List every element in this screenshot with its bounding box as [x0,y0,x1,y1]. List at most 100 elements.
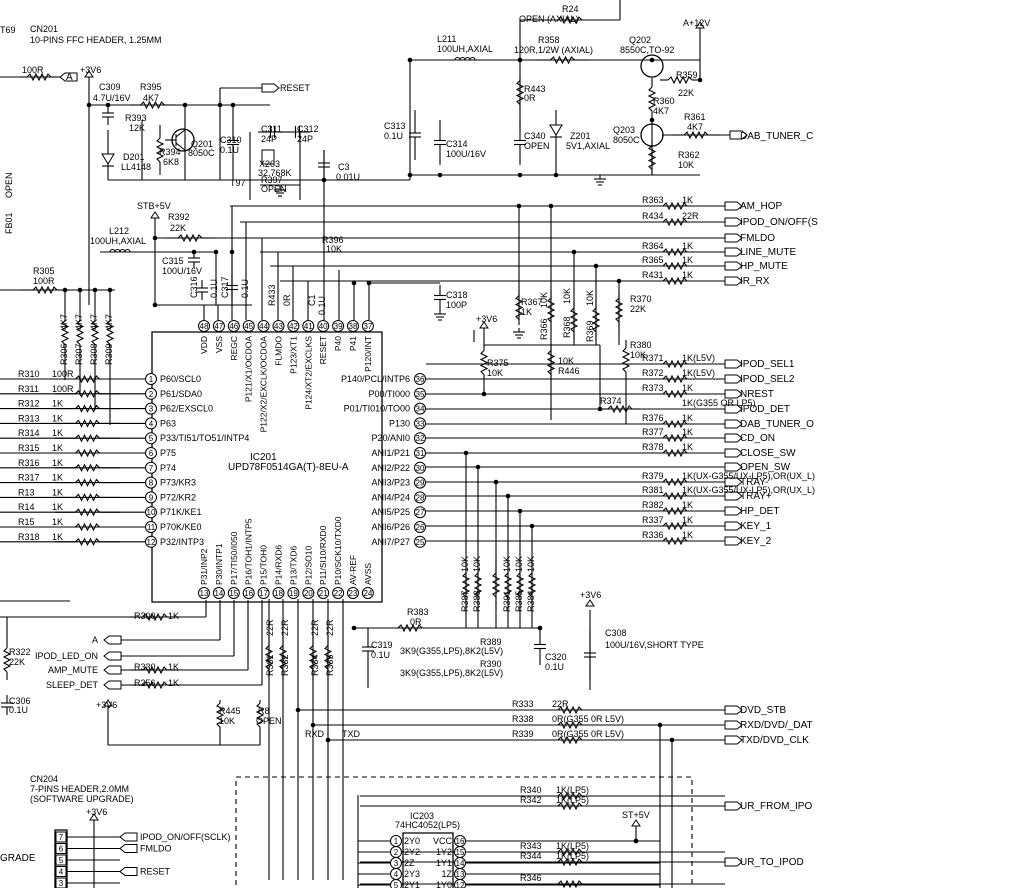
component-value: 8050C [613,135,640,145]
net-resistor [663,508,687,514]
resistor-ref: R378 [642,442,664,452]
junction-dot [325,737,331,743]
component-ref: C312 [297,124,319,134]
junction-dot [649,57,655,63]
net-label: TRAY+ [740,491,772,502]
net-label: RXD [305,729,325,739]
cn204-pin [56,844,66,854]
component-ref: R358 [538,35,560,45]
pin-number: 15 [229,589,238,598]
component-value: 0.1U [220,145,239,155]
pin-number: 42 [289,322,298,331]
resistor-ref: R434 [642,211,664,221]
series-resistor [76,391,100,397]
resistor-value: 1K [682,442,693,452]
component-value: 22K [630,304,646,314]
component-value: 10K [539,292,549,308]
component-value: 0.1U [545,662,564,672]
net-label: HP_MUTE [740,261,788,272]
component-value: 10K [526,556,536,572]
pin-number: 16 [244,589,253,598]
net-resistor [663,538,687,544]
pin-number: 30 [416,464,425,473]
resistor-value: 1K(LP5) [556,841,589,851]
ic203-pin-name: 1Z [441,869,452,879]
resistor-value: 1K [52,428,63,438]
inductor [110,250,130,253]
r358 [551,57,575,63]
component-value: 1K [168,662,179,672]
component-value: 1K [168,678,179,688]
ic201-pin [415,492,426,503]
pin-number: 1 [149,375,154,384]
series-resistor [76,376,100,382]
component-ref: R307 [74,343,84,365]
pin-number: 4 [59,868,64,877]
ic201-pin [146,536,157,547]
ic203-pin-name: 2Y2 [404,847,420,857]
component-ref: R335 [325,654,335,676]
resistor-ref: R365 [642,255,664,265]
component-value: 4K7 [687,122,703,132]
ic201-pin-name: ANI1/P21 [371,448,410,458]
ic201-pin [228,588,239,599]
net-flag [725,492,742,500]
component-ref: R332 [280,654,290,676]
component-ref: R306 [59,343,69,365]
r334 [310,646,316,670]
component-ref: C320 [545,652,567,662]
net-label: IR_RX [740,276,770,287]
component-ref: R366 [539,318,549,340]
resistor-value: 22R [682,211,699,221]
component-ref: C318 [446,290,468,300]
ic201-pin-name: P11/SI10/RXD0 [318,525,328,585]
junction-dot [649,117,655,123]
net-flag [725,537,742,545]
ic201-pin [288,321,299,332]
component-ref: R394 [159,147,181,157]
net-flag [725,375,742,383]
r374 [608,406,632,412]
ic201-pin-name: P60/SCL0 [160,374,201,384]
junction-dot [493,479,499,485]
component-value: 100U/16V,SHORT TYPE [605,640,704,650]
pin-number: 18 [274,589,283,598]
resistor-value: 1K(UX-G355/UX-LP5),OR(UX_L) [682,471,815,481]
net-label: UR_TO_IPOD [740,857,804,868]
junction-dot [86,102,92,108]
ic201-pin [199,321,210,332]
net-label: LINE_MUTE [740,247,796,258]
ic201-pin [303,321,314,332]
ic201-pin-name: ANI2/P22 [371,463,410,473]
component-value: 10K [502,556,512,572]
r369 [593,308,599,332]
component-ref: C1 [307,294,317,306]
plus3v6-arrow [104,700,112,706]
net-flag [725,248,742,256]
resistor-value: 1K [52,473,63,483]
net-flag [725,507,742,515]
cn204-pin [56,832,66,842]
pin-number: 3 [149,405,154,414]
ipod-resistor [558,793,582,799]
component-value: 10K [219,716,235,726]
ic201-pin-name: P63 [160,418,176,428]
ipod-resistor [558,881,582,887]
component-ref: R389 [480,637,502,647]
component-ref: R445 [219,706,241,716]
resistor-value: 1K [52,413,63,423]
component-value: 10K [558,356,574,366]
ic201-pin [146,477,157,488]
component-value: 0.1U [240,279,250,298]
net-label: IPOD_SEL2 [740,374,795,385]
net-flag [104,652,121,660]
pin-number: 14 [456,859,465,868]
r366 [548,298,554,322]
ic201-pin [415,374,426,385]
component-value: 4K7 [74,314,84,330]
ic201-pin-name: P31/INP2 [199,548,209,585]
pin-number: 44 [259,322,268,331]
resistor-value: 1K [682,241,693,251]
component-ref: R443 [524,84,546,94]
ic201-pin-name: P17/TI50/I050 [229,531,239,585]
